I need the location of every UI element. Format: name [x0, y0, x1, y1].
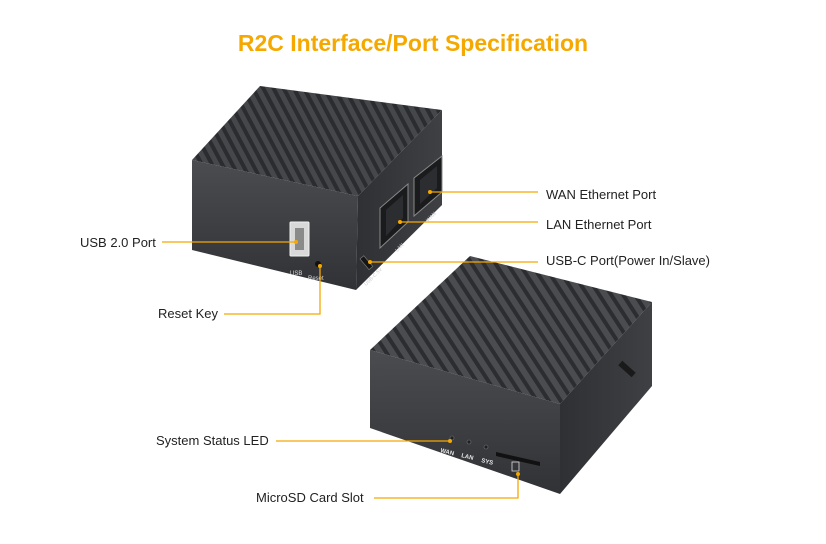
page-title: R2C Interface/Port Specification [237, 30, 589, 56]
microsd-icon [511, 461, 520, 472]
label-microsd-slot: MicroSD Card Slot [256, 490, 364, 505]
marking-led-wan: WAN [440, 448, 455, 457]
label-status-led: System Status LED [156, 433, 269, 448]
label-lan-port: LAN Ethernet Port [546, 217, 652, 232]
side-face-2 [560, 302, 652, 494]
callout-dots [294, 190, 520, 476]
label-usbc-port: USB-C Port(Power In/Slave) [546, 253, 710, 268]
led-sys [483, 444, 489, 450]
front-face-1 [192, 160, 358, 290]
marking-reset: Reset [308, 276, 324, 282]
led-wan [449, 435, 455, 441]
callout-line-reset [224, 266, 321, 315]
marking-led-sys: SYS [481, 458, 494, 467]
device-bottom-unit: WAN LAN SYS [370, 256, 652, 494]
callout-line-microsd [374, 474, 519, 499]
label-wan-port: WAN Ethernet Port [546, 187, 657, 202]
device-top-unit: USB Reset LAN WAN USB-C 5V [192, 86, 443, 290]
led-lan [466, 439, 472, 445]
marking-lan: LAN [394, 242, 405, 253]
heatsink-top-1 [192, 86, 442, 196]
label-reset-key: Reset Key [158, 306, 218, 321]
label-usb2-port: USB 2.0 Port [80, 235, 156, 250]
marking-led-lan: LAN [461, 453, 474, 462]
marking-usb: USB [290, 271, 302, 277]
microsd-slot [496, 452, 540, 466]
heatsink-top-2 [370, 256, 652, 404]
callout-lines [162, 191, 538, 499]
